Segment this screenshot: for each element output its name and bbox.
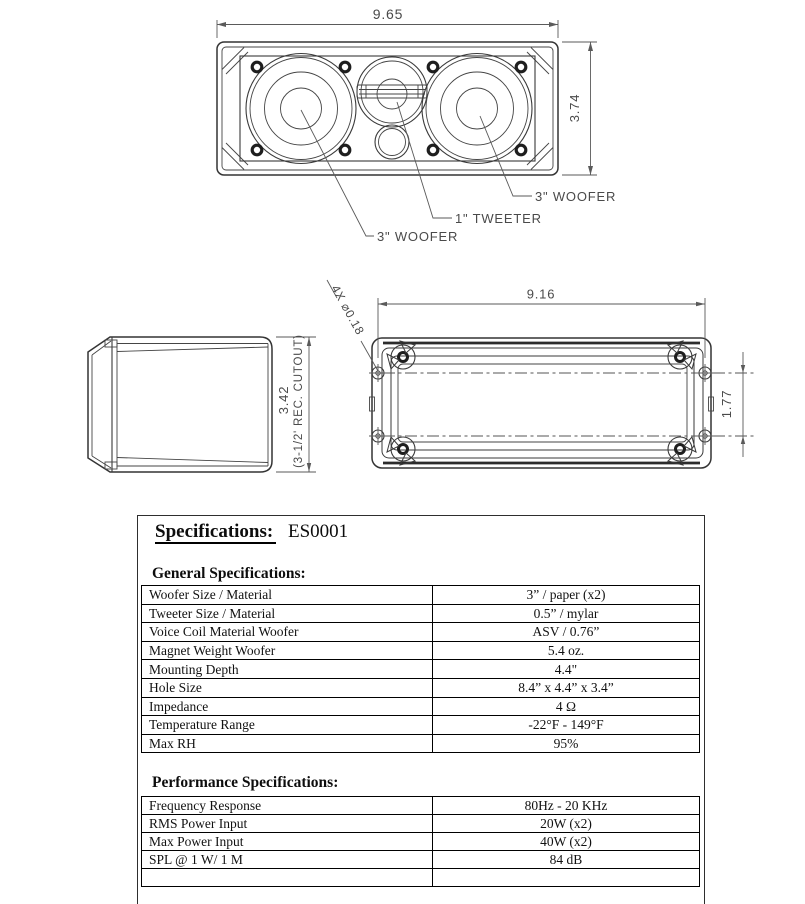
technical-drawing: 9.65 3.74 3" WOOFER 1" TWEETER 3" WOOFER (87, 6, 757, 473)
left-woofer (245, 52, 357, 165)
spec-sheet: Specifications: ES0001 General Specifica… (137, 515, 705, 904)
right-woofer-label: 3" WOOFER (535, 189, 616, 204)
screw-hole (514, 60, 528, 74)
side-view: 3.42 (3-1/2' REC. CUTOUT) (87, 334, 316, 473)
spec-label-cell: Temperature Range (141, 715, 433, 735)
spec-row: Mounting Depth 4.4" (141, 659, 700, 679)
screw-hole (514, 143, 528, 157)
left-woofer-label: 3" WOOFER (377, 229, 458, 244)
tweeter (356, 56, 428, 128)
right-woofer (421, 52, 533, 165)
screw-hole (426, 60, 440, 74)
spec-row: RMS Power Input 20W (x2) (141, 814, 700, 833)
spec-value-cell: 84 dB (432, 850, 700, 869)
spec-row (141, 868, 700, 887)
rear-view: 9.16 1.77 4X ⌀0.18 (326, 279, 757, 469)
hole-callout-text: 4X ⌀0.18 (328, 283, 367, 338)
spec-value-cell: 20W (x2) (432, 814, 700, 833)
spec-value-cell: 40W (x2) (432, 832, 700, 851)
spec-value-cell: ASV / 0.76” (432, 622, 700, 642)
spec-label-cell: Impedance (141, 696, 433, 717)
spec-row: Temperature Range -22°F - 149°F (141, 715, 700, 735)
spec-value-cell: 4 Ω (432, 696, 700, 717)
spec-row: Max RH 95% (141, 733, 700, 754)
spec-row: Impedance 4 Ω (141, 696, 700, 717)
side-height-dim-text: 3.42 (276, 386, 291, 415)
corner-clamp (666, 435, 698, 467)
rear-width-dim-text: 9.16 (527, 287, 556, 302)
front-width-dim-text: 9.65 (373, 6, 403, 22)
spec-label-cell: Voice Coil Material Woofer (141, 622, 433, 642)
hole-callout: 4X ⌀0.18 (326, 279, 379, 372)
side-height-dimension: 3.42 (3-1/2' REC. CUTOUT) (276, 334, 316, 473)
spec-label-cell (141, 868, 433, 887)
spec-label-cell: Max Power Input (141, 832, 433, 851)
spec-value-cell: 80Hz - 20 KHz (432, 796, 700, 815)
tweeter-label: 1" TWEETER (455, 211, 542, 226)
spec-row: Magnet Weight Woofer 5.4 oz. (141, 640, 700, 661)
spec-value-cell: -22°F - 149°F (432, 715, 700, 735)
spec-row: Max Power Input 40W (x2) (141, 832, 700, 851)
screw-hole (338, 143, 352, 157)
spec-model-number: ES0001 (287, 521, 349, 542)
front-view: 9.65 3.74 3" WOOFER 1" TWEETER 3" WOOFER (216, 6, 616, 244)
spec-value-cell: 0.5” / mylar (432, 603, 700, 624)
hole-spacing-dimension: 1.77 (719, 352, 746, 457)
screw-hole (426, 143, 440, 157)
spec-label-cell: Mounting Depth (141, 659, 433, 679)
screw-hole (338, 60, 352, 74)
spec-label-cell: Hole Size (141, 677, 433, 698)
spec-row: SPL @ 1 W/ 1 M 84 dB (141, 850, 700, 869)
front-labels: 3" WOOFER 1" TWEETER 3" WOOFER (300, 101, 616, 244)
spec-value-cell: 4.4" (432, 659, 700, 679)
general-specs-heading: General Specifications: (152, 565, 306, 582)
spec-row: Frequency Response 80Hz - 20 KHz (141, 796, 700, 815)
front-width-dimension: 9.65 (216, 6, 559, 38)
screw-hole (250, 143, 264, 157)
hole-spacing-dim-text: 1.77 (719, 390, 734, 419)
spec-label-cell: SPL @ 1 W/ 1 M (141, 850, 433, 869)
front-height-dim-text: 3.74 (567, 94, 582, 123)
spec-value-cell: 95% (432, 733, 700, 754)
screw-hole (250, 60, 264, 74)
general-specs-table: Woofer Size / Material 3” / paper (x2) T… (141, 585, 700, 754)
performance-specs-table: Frequency Response 80Hz - 20 KHz RMS Pow… (141, 796, 700, 887)
spec-label-cell: Frequency Response (141, 796, 433, 815)
spec-title: Specifications: ES0001 (155, 521, 349, 544)
rear-width-dimension: 9.16 (377, 287, 706, 358)
performance-specs-heading: Performance Specifications: (152, 774, 339, 791)
spec-value-cell: 5.4 oz. (432, 640, 700, 661)
spec-row: Woofer Size / Material 3” / paper (x2) (141, 585, 700, 605)
spec-row: Tweeter Size / Material 0.5” / mylar (141, 603, 700, 624)
spec-title-label: Specifications: (155, 521, 277, 544)
spec-row: Hole Size 8.4” x 4.4” x 3.4” (141, 677, 700, 698)
corner-clamp (666, 339, 698, 371)
spec-value-cell (432, 868, 700, 887)
spec-value-cell: 8.4” x 4.4” x 3.4” (432, 677, 700, 698)
spec-row: Voice Coil Material Woofer ASV / 0.76” (141, 622, 700, 642)
spec-label-cell: Woofer Size / Material (141, 585, 433, 605)
spec-label-cell: Max RH (141, 733, 433, 754)
cutout-note-text: (3-1/2' REC. CUTOUT) (293, 334, 305, 468)
spec-label-cell: RMS Power Input (141, 814, 433, 833)
spec-label-cell: Tweeter Size / Material (141, 603, 433, 624)
front-height-dimension: 3.74 (562, 41, 597, 176)
front-baffle (239, 55, 536, 162)
spec-value-cell: 3” / paper (x2) (432, 585, 700, 605)
spec-label-cell: Magnet Weight Woofer (141, 640, 433, 661)
bass-port (374, 124, 410, 160)
